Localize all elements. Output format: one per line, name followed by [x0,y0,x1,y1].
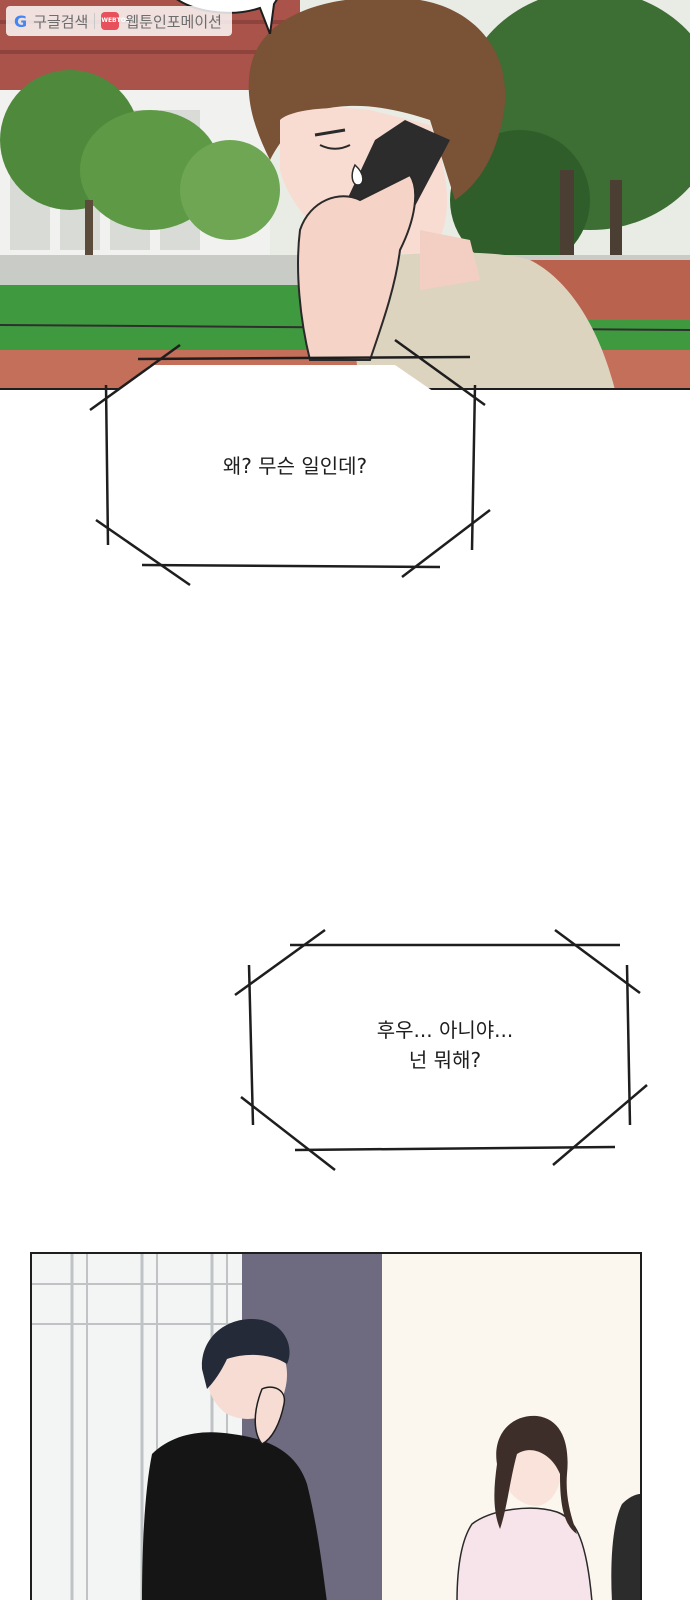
badge-divider [94,13,96,29]
bubble-2-line-2: 넌 뭐해? [408,1048,482,1072]
bubble-1-line-1: 왜? 무슨 일인데? [222,454,368,478]
webtoon-info-label: 웹툰인포메이션 [125,12,222,31]
speech-bubble-1: 왜? 무슨 일인데? [89,338,500,590]
bubble-1-text: 왜? 무슨 일인데? [90,451,500,481]
bubble-2-line-1: 후우... 아니야... [376,1018,514,1042]
hallway-scene-illustration [32,1254,640,1600]
bubble-2-frame [234,928,648,1171]
top-panel: G 구글검색 WEBTOON 웹툰인포메이션 [0,0,690,390]
google-g-icon: G [14,11,28,31]
bottom-panel [30,1252,642,1600]
bubble-1-frame [89,338,491,587]
speech-bubble-2: 후우... 아니야... 넌 뭐해? [234,925,655,1175]
park-scene-illustration [0,0,690,390]
google-search-label: 구글검색 [33,12,89,31]
watermark-badge: G 구글검색 WEBTOON 웹툰인포메이션 [6,6,232,36]
bubble-2-text: 후우... 아니야... 넌 뭐해? [235,1015,655,1075]
webtoon-icon: WEBTOON [101,12,136,30]
